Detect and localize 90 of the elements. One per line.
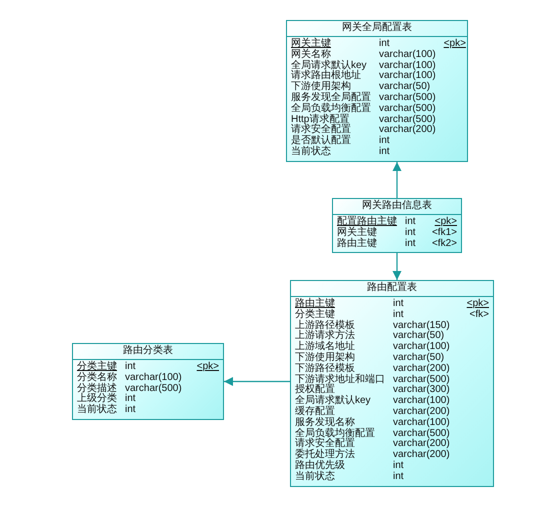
key-marker: <pk> [466, 299, 489, 310]
data-type: int [379, 136, 390, 146]
data-type: varchar(100) [379, 50, 436, 60]
data-type: varchar(50) [379, 82, 430, 92]
column-name: 全局请求默认key [291, 60, 367, 71]
data-type: varchar(200) [393, 364, 450, 374]
column-name: 当前状态 [295, 472, 335, 483]
entity-table [332, 198, 462, 254]
arrow [392, 253, 402, 280]
column-name: 上级分类 [77, 394, 117, 404]
data-type: varchar(500) [125, 384, 182, 394]
column-name: 全局负载均衡配置 [291, 104, 371, 114]
column-name: 服务发现名称 [295, 418, 355, 428]
arrow [392, 162, 402, 198]
column-name: 分类主键 [77, 362, 117, 372]
entity-table [290, 280, 494, 487]
data-type: int [405, 228, 416, 238]
data-type: int [405, 217, 416, 228]
column-name: 请求安全配置 [295, 439, 355, 450]
data-type: int [379, 39, 390, 50]
column-name: 全局负载均衡配置 [295, 428, 375, 439]
data-type: varchar(150) [393, 320, 450, 331]
data-type: varchar(500) [393, 428, 450, 439]
entity-table [286, 20, 468, 162]
data-type: int [405, 238, 416, 250]
column-name: 下游使用架构 [291, 82, 351, 92]
table-title: 网关路由信息表 [333, 199, 461, 215]
data-type: int [393, 460, 404, 472]
column-name: 上游域名地址 [295, 342, 355, 352]
table-title: 网关全局配置表 [287, 21, 467, 37]
column-name: 下游请求地址和端口 [295, 374, 385, 385]
data-type: int [125, 405, 136, 416]
column-name: 上游请求方法 [295, 331, 355, 342]
column-name: 下游使用架构 [295, 352, 355, 363]
entity-table [72, 343, 224, 420]
column-name: 全局请求默认key [295, 396, 371, 406]
data-type: varchar(100) [379, 60, 436, 71]
data-type: varchar(100) [393, 342, 450, 352]
column-name: Http请求配置 [291, 114, 350, 125]
data-type: varchar(500) [379, 114, 436, 125]
data-type: varchar(100) [393, 396, 450, 406]
key-marker: <fk2> [432, 238, 457, 250]
data-type: varchar(500) [379, 92, 436, 104]
table-title: 路由配置表 [291, 281, 493, 297]
data-type: int [393, 299, 404, 310]
arrow [224, 377, 290, 386]
column-name: 当前状态 [291, 146, 331, 158]
data-type: int [393, 472, 404, 483]
data-type: varchar(100) [393, 418, 450, 428]
data-type: varchar(200) [393, 406, 450, 418]
data-type: varchar(50) [393, 331, 444, 342]
column-name: 上游路径模板 [295, 320, 355, 331]
column-name: 路由主键 [295, 299, 335, 309]
data-type: varchar(300) [393, 385, 450, 396]
data-type: varchar(100) [125, 372, 182, 383]
data-type: int [125, 362, 136, 372]
key-marker: <pk> [196, 362, 219, 373]
data-type: int [379, 146, 390, 158]
column-name: 路由主键 [337, 238, 377, 250]
column-name: 分类名称 [77, 372, 117, 383]
key-marker: <pk> [434, 217, 457, 228]
column-name: 分类描述 [77, 384, 117, 394]
column-name: 服务发现全局配置 [291, 92, 371, 103]
column-name: 委托处理方法 [295, 450, 355, 460]
column-name: 请求路由根地址 [291, 71, 361, 82]
column-name: 配置路由主键 [337, 217, 397, 227]
data-type: varchar(500) [393, 374, 450, 385]
key-marker: <fk1> [432, 228, 457, 238]
column-name: 是否默认配置 [291, 136, 351, 146]
column-name: 路由优先级 [295, 460, 345, 471]
column-name: 授权配置 [295, 385, 335, 396]
column-name: 网关主键 [337, 228, 377, 238]
column-name: 请求安全配置 [291, 125, 351, 136]
column-name: 缓存配置 [295, 406, 335, 417]
data-type: varchar(100) [379, 71, 436, 82]
column-name: 分类主键 [295, 310, 335, 320]
data-type: varchar(500) [379, 104, 436, 114]
column-name: 网关主键 [291, 39, 331, 49]
data-type: varchar(200) [379, 125, 436, 136]
column-name: 网关名称 [291, 50, 331, 60]
data-type: varchar(200) [393, 439, 450, 450]
data-type: int [393, 310, 404, 320]
data-type: varchar(200) [393, 450, 450, 460]
column-name: 当前状态 [77, 405, 117, 416]
column-name: 下游路径模板 [295, 364, 355, 374]
data-type: varchar(50) [393, 352, 444, 364]
table-title: 路由分类表 [73, 344, 223, 360]
key-marker: <fk> [470, 310, 489, 321]
key-marker: <pk> [444, 39, 466, 50]
data-type: int [125, 394, 136, 404]
